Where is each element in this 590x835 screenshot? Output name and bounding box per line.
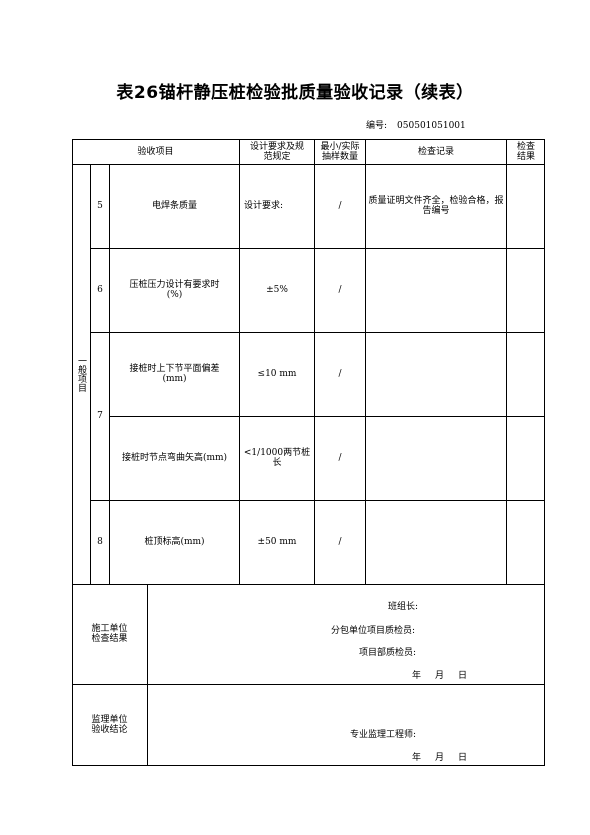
grid-line xyxy=(314,139,315,584)
check-record xyxy=(366,416,506,500)
grid-line xyxy=(72,164,545,165)
row-no: 8 xyxy=(97,537,103,547)
dept-inspector-signature: 项目部质检员: xyxy=(359,648,417,658)
supervision-unit-label: 监理单位验收结论 xyxy=(91,715,128,735)
sample-count: / xyxy=(338,453,342,463)
header-item: 验收项目 xyxy=(137,146,174,157)
row-no: 7 xyxy=(97,411,103,421)
header-design: 设计要求及规范规定 xyxy=(249,141,304,162)
grid-line xyxy=(506,139,507,584)
check-record xyxy=(366,500,506,584)
grid-line xyxy=(147,584,148,766)
document-number-label: 编号: xyxy=(366,121,388,131)
check-record: 质量证明文件齐全，检验合格，报告编号 xyxy=(368,196,504,216)
row-no: 6 xyxy=(97,285,103,295)
grid-line xyxy=(90,500,545,501)
header-record: 检查记录 xyxy=(417,146,454,157)
team-leader-signature: 班组长: xyxy=(388,602,419,612)
sample-count: / xyxy=(338,285,342,295)
construction-date: 年月日 xyxy=(412,668,481,681)
sub-inspector-signature: 分包单位项目质检员: xyxy=(331,626,416,636)
design-requirement: <1/1000两节桩长 xyxy=(243,448,311,468)
grid-line xyxy=(90,332,545,333)
document-number-value: 050501051001 xyxy=(397,121,466,131)
group-label: 一般项目 xyxy=(76,356,86,392)
sample-count: / xyxy=(338,537,342,547)
item-name: 接桩时上下节平面偏差(mm) xyxy=(129,364,220,384)
grid-line xyxy=(72,584,545,585)
check-record xyxy=(366,248,506,332)
table-frame xyxy=(72,139,545,766)
design-requirement: ±5% xyxy=(266,285,288,295)
check-record xyxy=(366,332,506,416)
design-requirement: ≤10 mm xyxy=(257,369,297,379)
sample-count: / xyxy=(338,201,342,211)
date-month: 月 xyxy=(435,671,445,681)
item-name: 压桩压力设计有要求时(%) xyxy=(129,280,220,300)
document-number: 编号: 050501051001 xyxy=(366,118,466,131)
grid-line xyxy=(90,248,545,249)
header-sample: 最小/实际抽样数量 xyxy=(320,141,360,162)
item-name: 电焊条质量 xyxy=(151,201,197,211)
row-no: 5 xyxy=(97,201,103,211)
date-month: 月 xyxy=(435,753,445,763)
date-year: 年 xyxy=(412,753,422,763)
grid-line xyxy=(239,139,240,584)
grid-line xyxy=(109,164,110,584)
item-name: 接桩时节点弯曲矢高(mm) xyxy=(121,453,228,463)
sample-count: / xyxy=(338,369,342,379)
date-day: 日 xyxy=(458,671,468,681)
supervision-engineer-signature: 专业监理工程师: xyxy=(350,730,417,740)
header-result: 检查结果 xyxy=(516,141,535,162)
construction-unit-label: 施工单位检查结果 xyxy=(91,624,128,644)
grid-line xyxy=(72,684,545,685)
grid-line xyxy=(109,416,545,417)
date-year: 年 xyxy=(412,671,422,681)
grid-line xyxy=(90,164,91,584)
supervision-date: 年月日 xyxy=(412,750,481,763)
design-requirement: ±50 mm xyxy=(257,537,297,547)
design-requirement: 设计要求: xyxy=(244,201,284,211)
page-title: 表26锚杆静压桩检验批质量验收记录（续表） xyxy=(116,83,474,103)
date-day: 日 xyxy=(458,753,468,763)
grid-line xyxy=(365,139,366,584)
item-name: 桩顶标高(mm) xyxy=(144,537,205,547)
